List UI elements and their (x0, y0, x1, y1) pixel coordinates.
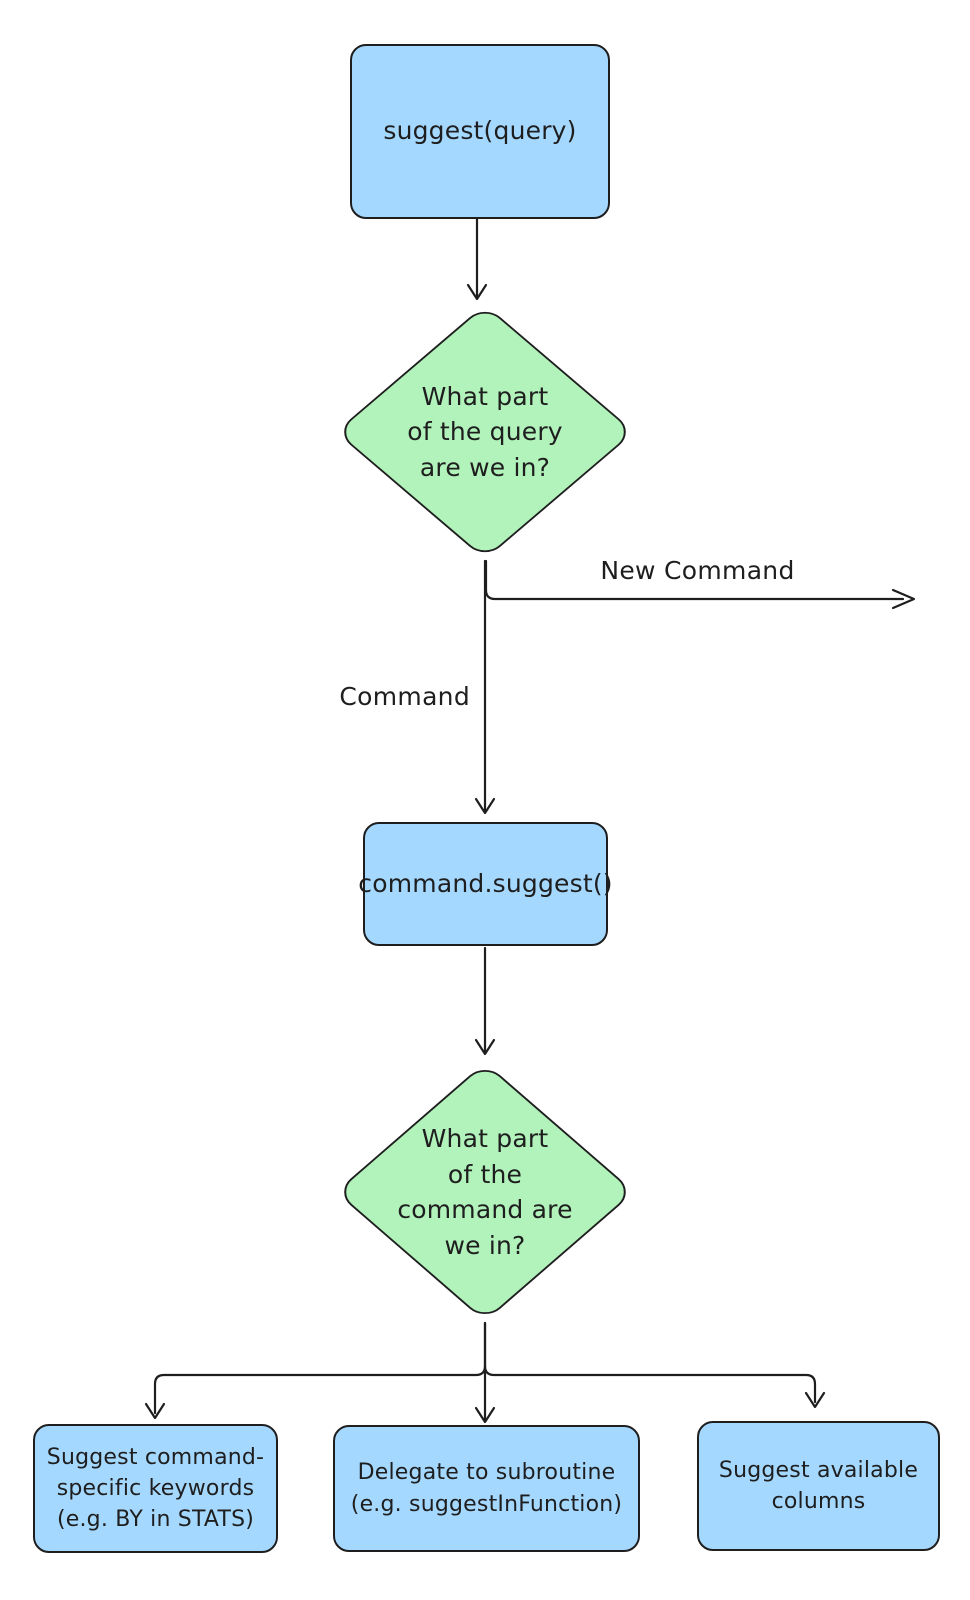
node-command-suggest: command.suggest() (358, 822, 613, 946)
arrowhead-down-icon (474, 797, 496, 815)
label-line: (e.g. BY in STATS) (56, 1507, 255, 1533)
edge-command-suggest-to-decision (474, 946, 496, 1056)
label-line: What part (421, 381, 549, 411)
arrowhead-right-icon (891, 588, 916, 610)
edge-to-suggest-columns (483, 1364, 826, 1409)
arrowhead-down-icon (474, 1406, 496, 1424)
arrowhead-down-icon (804, 1391, 826, 1409)
label-line: Suggest available (718, 1457, 919, 1483)
edge-to-delegate (474, 1321, 496, 1424)
edge-to-suggest-keywords (144, 1321, 487, 1420)
node-query-part-decision: What part of the query are we in? (335, 304, 635, 560)
label-line: (e.g. suggestInFunction) (350, 1491, 623, 1517)
edge-command (474, 559, 496, 815)
label-line: What part (421, 1124, 549, 1153)
node-suggest-columns: Suggest available columns (697, 1421, 940, 1551)
node-command-part-decision: What part of the command are we in? (335, 1062, 635, 1322)
label-line: command are (397, 1195, 573, 1224)
edge-label-new-command: New Command (600, 556, 795, 585)
node-label: What part of the query are we in? (335, 304, 635, 560)
label-line: Delegate to subroutine (357, 1460, 616, 1486)
node-label: command.suggest() (358, 868, 613, 898)
node-label: suggest(query) (383, 116, 577, 146)
label-line: Suggest command- (46, 1444, 265, 1470)
label-line: we in? (444, 1230, 526, 1260)
edge-label-command: Command (339, 682, 470, 711)
edge-line (483, 1364, 817, 1404)
node-delegate-subroutine: Delegate to subroutine (e.g. suggestInFu… (333, 1425, 640, 1552)
label-line: columns (771, 1489, 866, 1514)
label-line: are we in? (419, 452, 551, 482)
label-line: of the query (407, 417, 563, 447)
arrowhead-down-icon (474, 1038, 496, 1056)
arrowhead-down-icon (466, 283, 488, 301)
edge-line (153, 1321, 487, 1415)
arrowhead-down-icon (144, 1402, 166, 1420)
node-suggest-keywords: Suggest command- specific keywords (e.g.… (33, 1424, 278, 1553)
node-label: What part of the command are we in? (335, 1062, 635, 1322)
label-line: of the (447, 1159, 523, 1189)
edge-suggest-to-query-decision (466, 217, 488, 301)
node-suggest-query: suggest(query) (350, 44, 610, 219)
label-line: specific keywords (56, 1475, 255, 1501)
